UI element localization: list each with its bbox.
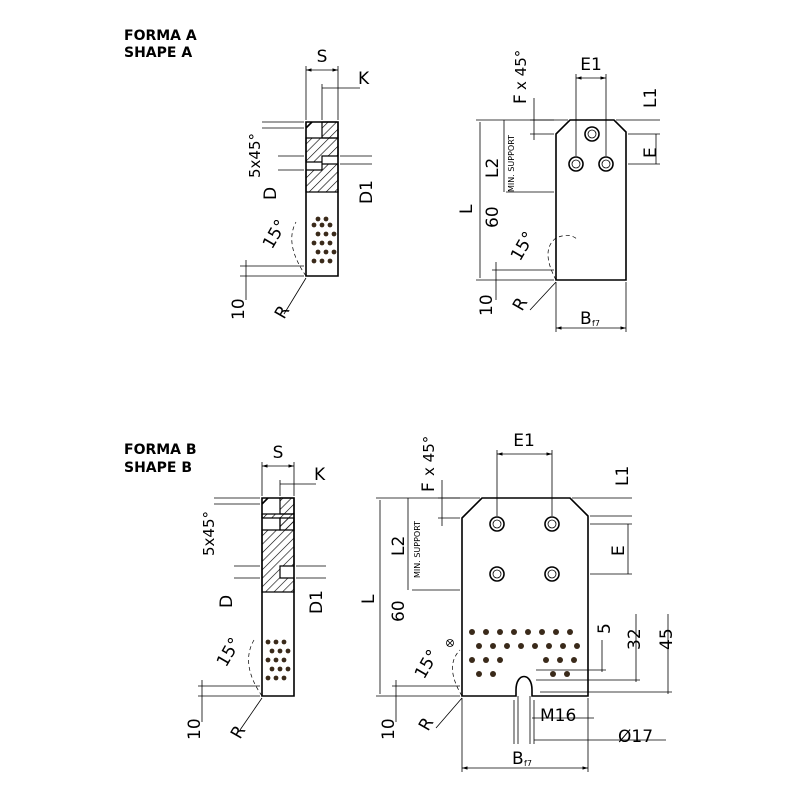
- shape-a-section-chamfer-label: 5x45°: [246, 133, 264, 178]
- shape-a-front-body: [555, 119, 627, 281]
- shape-a-title-it: FORMA A: [124, 28, 197, 44]
- shape-a-front-e1: E1: [580, 55, 602, 75]
- shape-b-front-min-support: MIN. SUPPORT: [413, 521, 422, 578]
- shape-b-front-b: B: [512, 749, 524, 769]
- shape-b-section-s: S: [273, 443, 284, 463]
- shape-a-section-view: [240, 66, 372, 315]
- shape-a-section-s: S: [317, 47, 328, 67]
- shape-a-front-fx: x 45°: [512, 50, 530, 90]
- shape-a-section-chamfer: [305, 121, 313, 129]
- shape-b-front-r: R: [415, 714, 438, 734]
- shape-b-front-forty-five: 45: [657, 628, 677, 650]
- shape-a-front-e: E: [641, 147, 661, 158]
- shape-b-front-f: F: [419, 482, 439, 492]
- shape-b-front-thirty-two: 32: [625, 628, 645, 650]
- shape-b-section-hatch: [261, 517, 295, 593]
- shape-a-section-hatch: [305, 137, 339, 193]
- shape-b-section-chamfer-label: 5x45°: [200, 511, 218, 556]
- shape-b-front-angle: 15°: [411, 646, 443, 682]
- shape-a-hole-left: [568, 156, 584, 172]
- shape-a-hole-top: [584, 126, 600, 142]
- shape-b-section-d: D: [217, 595, 237, 608]
- shape-a-hole-right: [598, 156, 614, 172]
- shape-b-section-angle: 15°: [213, 634, 245, 670]
- shape-b-section-view: [198, 462, 326, 731]
- shape-b-front-m16: M16: [540, 706, 576, 726]
- shape-a-section-ten: 10: [229, 298, 249, 320]
- shape-a-section-hatch-top: [321, 121, 339, 139]
- shape-a-section-d1: D1: [357, 180, 377, 204]
- shape-a-front-ten: 10: [477, 294, 497, 316]
- shape-a-front-angle: 15°: [507, 228, 539, 264]
- shape-a-front-b-sub: f7: [592, 319, 600, 328]
- shape-b-section-ten: 10: [185, 718, 205, 740]
- shape-b-hole-3: [489, 566, 505, 582]
- shape-a-front-view: [476, 74, 660, 332]
- shape-b-front-five: 5: [595, 623, 615, 634]
- shape-a-title-en: SHAPE A: [124, 45, 192, 61]
- shape-b-front-body: [461, 497, 589, 697]
- shape-a-front-l2: L2: [483, 158, 503, 178]
- shape-b-front-phi17: Ø17: [618, 727, 653, 747]
- shape-a-section-k: K: [358, 69, 370, 89]
- shape-b-section-k: K: [314, 465, 326, 485]
- shape-a-section-d: D: [261, 187, 281, 200]
- shape-b-front-view: [376, 450, 672, 772]
- shape-a-front-min-support: MIN. SUPPORT: [507, 135, 516, 192]
- shape-b-front-e: E: [609, 545, 629, 556]
- shape-a-front-r: R: [509, 294, 532, 314]
- shape-b-section-r: R: [227, 722, 250, 742]
- shape-a-section-r: R: [271, 302, 294, 322]
- shape-b-front-l2: L2: [389, 536, 409, 556]
- shape-b-front-b-sub: f7: [524, 759, 532, 768]
- shape-b-front-l: L: [359, 594, 379, 604]
- shape-b-front-ten: 10: [379, 718, 399, 740]
- shape-b-title-en: SHAPE B: [124, 460, 192, 476]
- shape-b-hole-4: [544, 566, 560, 582]
- shape-b-front-plugs: [469, 629, 580, 677]
- shape-b-section-d1: D1: [307, 590, 327, 614]
- shape-a-front-b: B: [580, 309, 592, 329]
- shape-b-title-it: FORMA B: [124, 442, 197, 458]
- shape-a-section-bore: [305, 121, 323, 139]
- shape-a-section-angle: 15°: [259, 216, 291, 252]
- shape-a-front-f: F: [511, 94, 531, 104]
- shape-a-front-l1: L1: [641, 88, 661, 108]
- shape-b-front-fx: x 45°: [420, 436, 438, 476]
- shape-b-section-plugs: [265, 639, 291, 681]
- shape-b-front-l1: L1: [613, 466, 633, 486]
- shape-a-front-l: L: [457, 204, 477, 214]
- shape-b-hole-1: [489, 516, 505, 532]
- shape-a-front-sixty: 60: [483, 206, 503, 228]
- shape-b-hole-2: [544, 516, 560, 532]
- shape-b-front-e1: E1: [513, 431, 535, 451]
- shape-b-front-sixty: 60: [389, 600, 409, 622]
- shape-a-section-plugs: [311, 216, 337, 264]
